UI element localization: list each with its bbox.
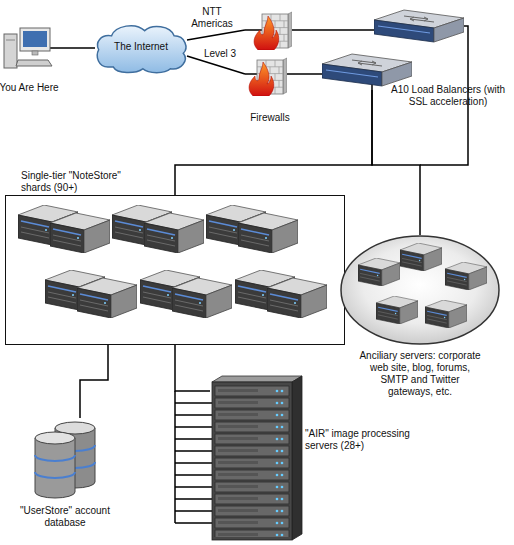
load-balancer-icon — [374, 10, 464, 42]
database-icon — [35, 422, 95, 498]
pc-monitor — [20, 28, 50, 51]
client-computer: You Are Here — [3, 25, 55, 73]
air-rack: "AIR" image processing servers (28+) — [210, 372, 302, 540]
network-link — [80, 345, 108, 418]
network-link — [295, 73, 320, 75]
network-link — [175, 90, 372, 195]
rack-icon — [212, 376, 302, 540]
node-label: You Are Here — [0, 82, 64, 94]
node-label: "UserStore" account database — [10, 505, 120, 529]
db-top — [55, 422, 95, 434]
network-link — [372, 90, 420, 235]
ellipse-outline — [340, 235, 500, 345]
rack-wires — [175, 391, 212, 523]
rack-top — [212, 376, 302, 382]
load-balancer-icon — [322, 54, 412, 86]
rack-front — [212, 382, 292, 540]
pc-tower — [4, 34, 17, 68]
node-label: Firewalls — [235, 112, 305, 124]
firewall-group: Firewalls — [245, 10, 295, 100]
rack-side — [292, 376, 302, 540]
db-cylinder — [35, 438, 75, 498]
db-top — [35, 432, 75, 444]
network-link — [295, 29, 320, 31]
db-stripe — [35, 455, 75, 478]
network-link — [55, 47, 95, 49]
node-label: "AIR" image processing servers (28+) — [305, 428, 430, 452]
firewall-icon — [254, 12, 292, 50]
firewall-icon — [249, 58, 287, 96]
network-link — [175, 345, 210, 391]
link-label: Level 3 — [200, 48, 240, 60]
link-label: NTT Americas — [186, 6, 238, 30]
computer-icon — [4, 28, 52, 68]
network-link — [187, 30, 245, 40]
node-label: The Internet — [95, 41, 187, 53]
node-label: Anciliary servers: corporate web site, b… — [359, 350, 481, 398]
notestore-box: Single-tier "NoteStore" shards (90+) — [5, 195, 345, 345]
ellipse-shape — [341, 236, 499, 344]
pc-screen — [23, 31, 47, 47]
node-label: A10 Load Balancers (with SSL acceleratio… — [386, 84, 510, 108]
internet-cloud: The Internet — [95, 22, 187, 74]
pc-drive — [6, 40, 15, 41]
pc-stand — [32, 51, 38, 55]
rack-units — [212, 385, 292, 537]
ancillary-ellipse: Anciliary servers: corporate web site, b… — [340, 235, 500, 345]
pc-keyboard — [16, 60, 52, 66]
wire — [50, 26, 468, 165]
userstore-database: "UserStore" account database — [33, 418, 98, 495]
load-balancer-group: A10 Load Balancers (with SSL acceleratio… — [320, 8, 470, 90]
node-label: Single-tier "NoteStore" shards (90+) — [21, 170, 151, 194]
db-cylinder — [55, 428, 95, 488]
db-stripe — [55, 445, 95, 468]
